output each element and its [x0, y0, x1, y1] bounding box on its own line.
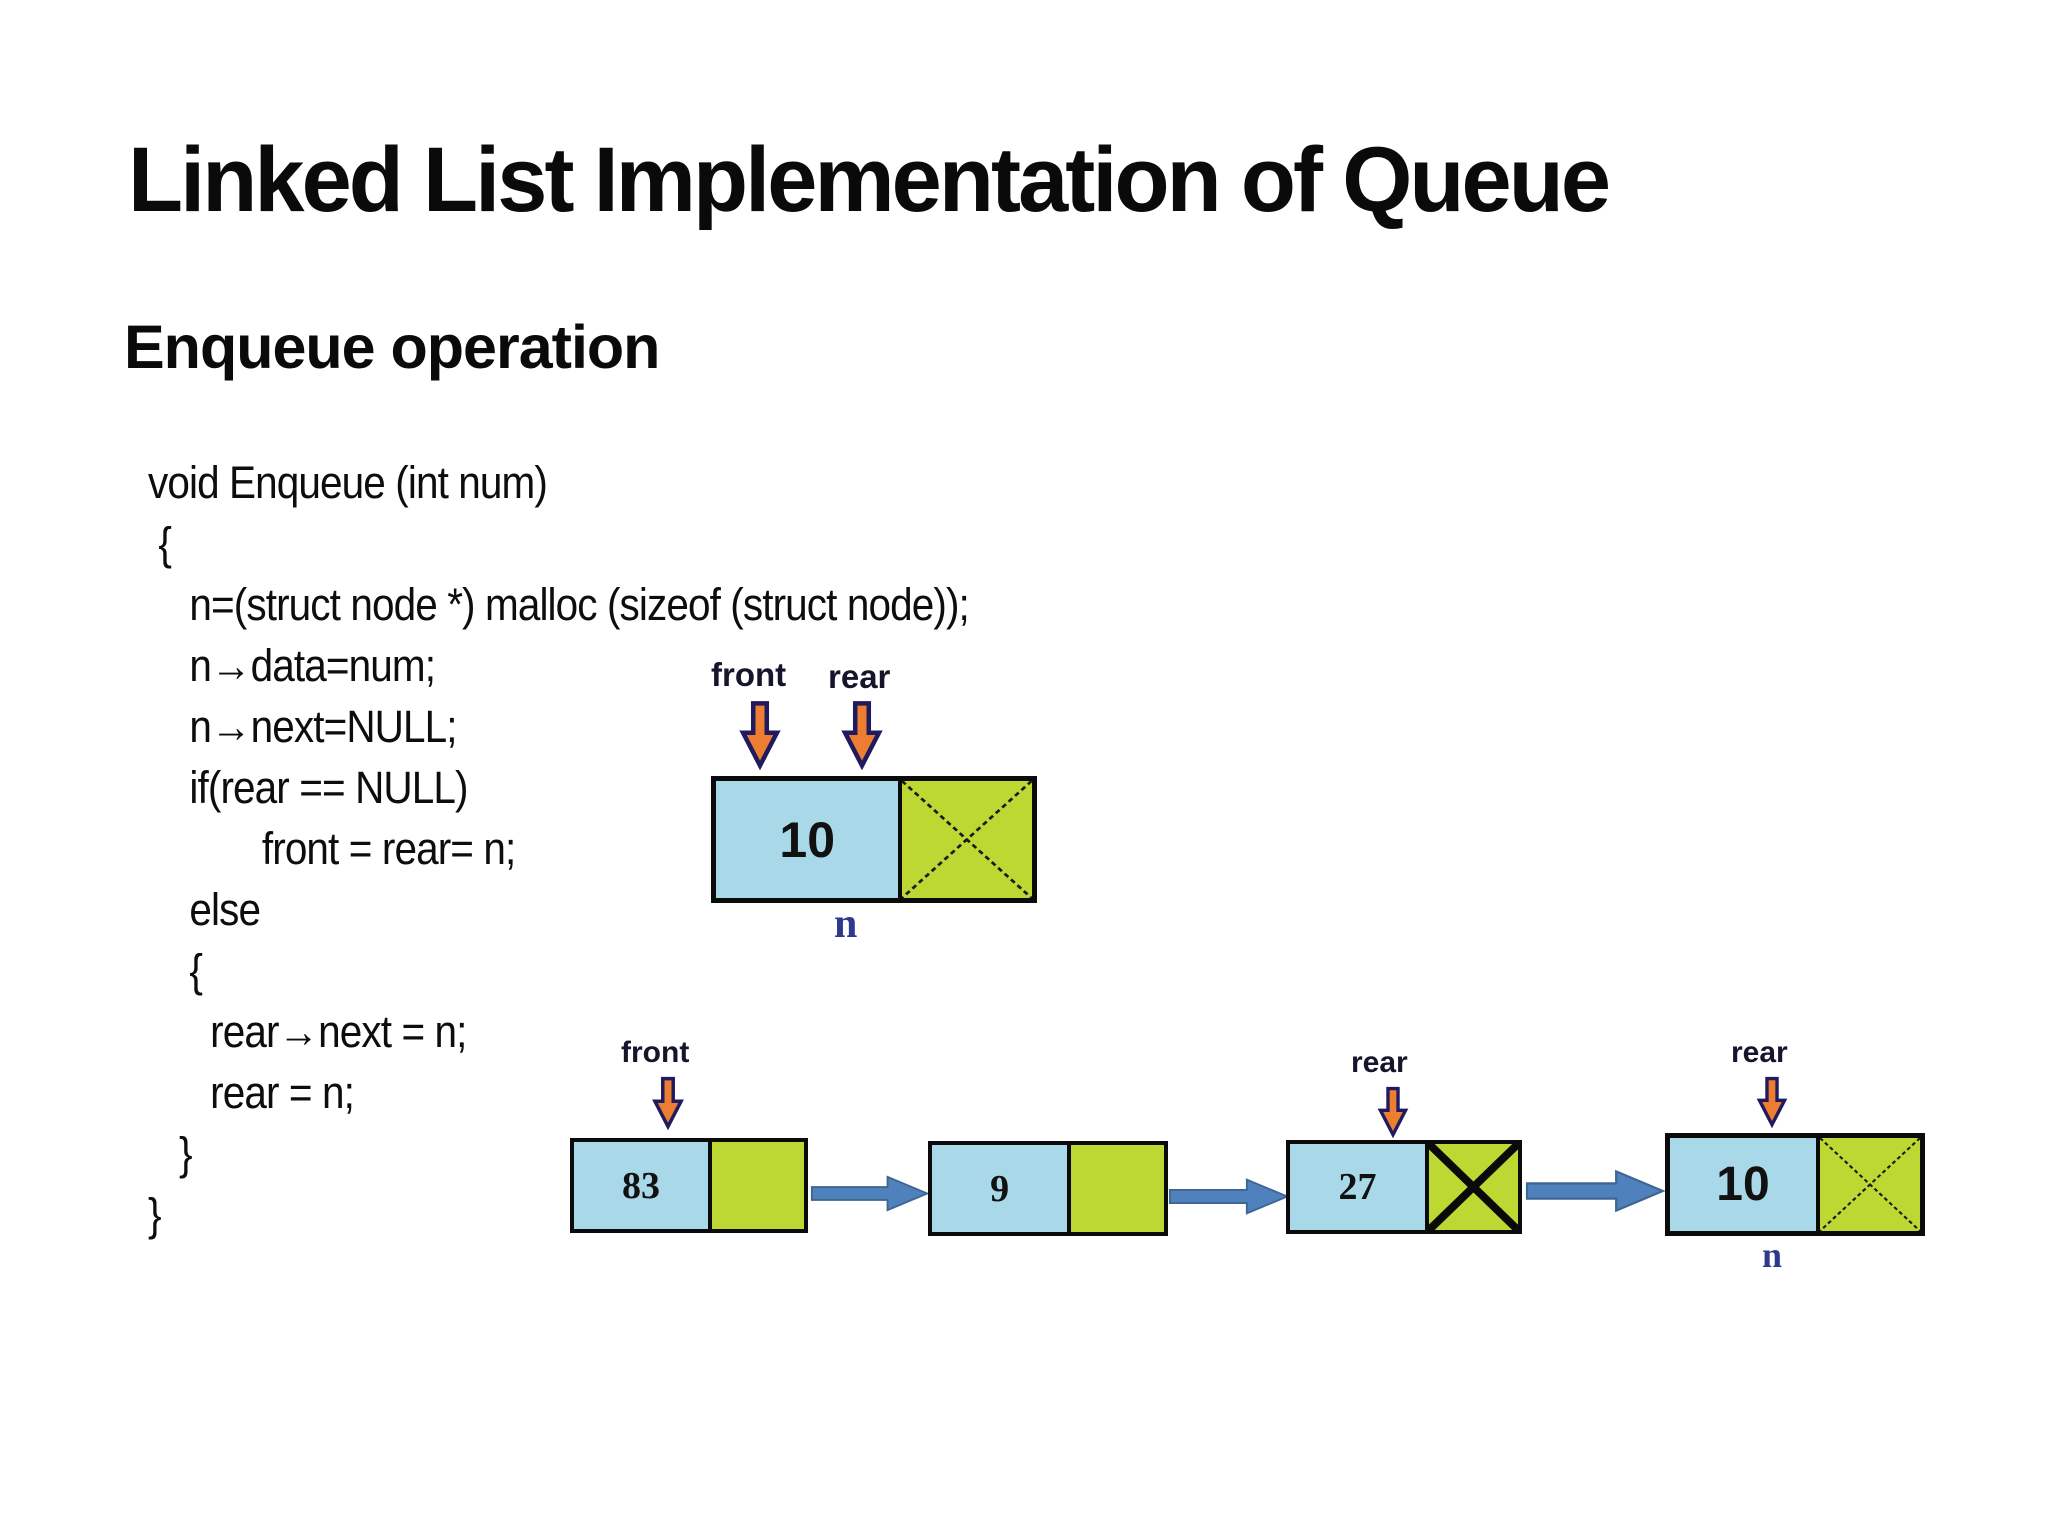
node-10-data-cell: 10 [1670, 1138, 1820, 1231]
front-pointer-label: front [711, 656, 787, 693]
node-10: 10 [1665, 1133, 1925, 1236]
node-83-data-cell: 83 [574, 1142, 712, 1229]
node-83-value: 83 [622, 1164, 660, 1207]
node-n-data-cell: 10 [716, 781, 903, 898]
node-10-name-label: n [1762, 1235, 1783, 1275]
rear-down-arrow-icon-27 [1377, 1086, 1409, 1138]
section-heading: Enqueue operation [124, 313, 660, 381]
node-27-next-cell [1429, 1144, 1518, 1230]
code-block: void Enqueue (int num) { n=(struct node … [148, 457, 970, 1240]
node-9-value: 9 [990, 1167, 1010, 1210]
node-n-value: 10 [779, 811, 836, 868]
node-27-data-cell: 27 [1290, 1144, 1430, 1230]
page-title: Linked List Implementation of Queue [128, 129, 1611, 231]
rear-down-arrow-icon [841, 701, 883, 770]
node-10-next-cell [1820, 1138, 1920, 1231]
rear-pointer-label: rear [828, 658, 891, 695]
node-9-data-cell: 9 [932, 1145, 1072, 1232]
node-83-next-cell [712, 1142, 804, 1229]
node-27: 27 [1286, 1140, 1522, 1234]
front-down-arrow-icon [739, 701, 781, 770]
rear-pointer-label-10: rear [1731, 1036, 1788, 1069]
node-27-value: 27 [1338, 1166, 1377, 1208]
node-n-name-label: n [834, 901, 858, 947]
null-cross-icon-thick [1429, 1144, 1518, 1230]
node-9: 9 [928, 1141, 1168, 1236]
rear-pointer-label-27: rear [1351, 1046, 1408, 1079]
node-n-next-cell [902, 781, 1032, 898]
front-pointer-label-list: front [621, 1036, 690, 1069]
link-arrow-icon-2 [1168, 1178, 1290, 1215]
null-cross-icon [902, 781, 1032, 898]
null-cross-icon-2 [1820, 1138, 1920, 1231]
front-down-arrow-icon-list [652, 1076, 684, 1130]
node-10-value: 10 [1716, 1158, 1770, 1211]
rear-down-arrow-icon-10 [1756, 1076, 1788, 1128]
node-n: 10 [711, 776, 1037, 903]
link-arrow-icon-3 [1525, 1169, 1666, 1213]
node-9-next-cell [1071, 1145, 1164, 1232]
node-83: 83 [570, 1138, 808, 1233]
link-arrow-icon-1 [810, 1175, 930, 1212]
